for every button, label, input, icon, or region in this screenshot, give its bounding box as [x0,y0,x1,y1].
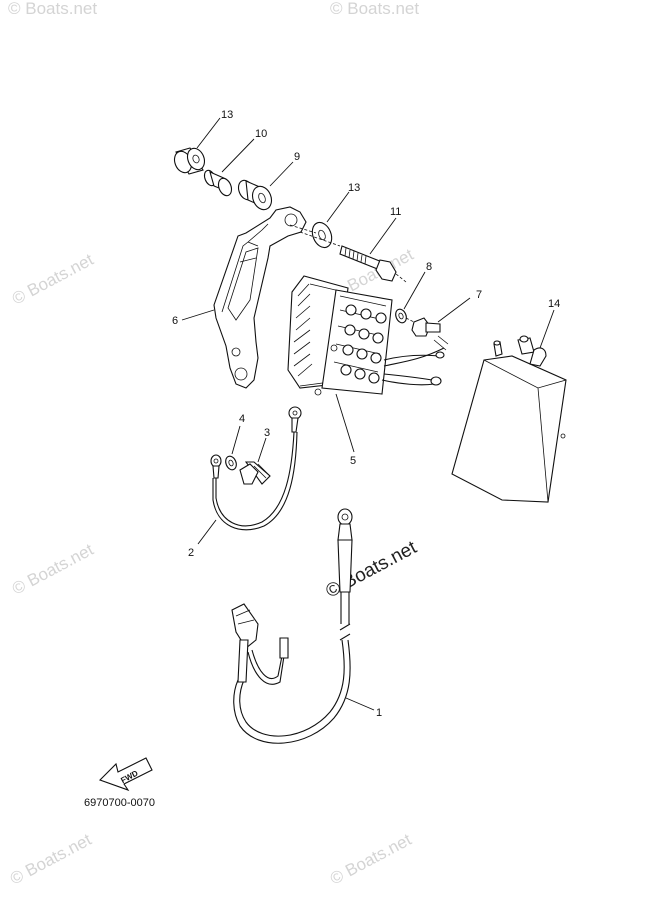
part-6-bracket [213,206,307,389]
part-4-washer [225,455,237,471]
callout-2: 2 [188,547,194,559]
part-8-washer [395,308,407,324]
callouts: 13 10 9 13 11 8 7 14 6 5 4 3 2 [172,109,560,719]
part-5-rectifier [287,275,449,396]
watermarks: © Boats.net © Boats.net © Boats.net © Bo… [7,0,421,889]
fwd-arrow-icon: FWD [98,757,153,792]
part-1-lead-wire [231,508,353,744]
callout-6: 6 [172,315,178,327]
callout-11: 11 [390,206,401,218]
callout-10: 10 [255,128,267,140]
callout-7: 7 [476,289,482,301]
callout-4: 4 [239,413,245,425]
callout-14: 14 [548,298,560,310]
callout-5: 5 [350,455,356,467]
callout-9: 9 [294,151,300,163]
part-7-bolt [405,317,441,337]
callout-12: 13 [221,109,233,121]
callout-3: 3 [264,427,270,439]
watermark-left: © Boats.net [9,540,97,599]
callout-13: 13 [348,182,360,194]
part-13-washer [289,221,341,249]
watermark-bottom-left: © Boats.net [7,830,95,889]
callout-8: 8 [426,261,432,273]
part-10-sleeve [203,169,233,197]
part-11-bolt [339,245,407,283]
watermark-center: © Boats.net [322,537,420,603]
part-3-bolt [239,461,271,485]
part-9-grommet [237,179,273,211]
diagram-code: 6970700-0070 [84,797,155,809]
part-2-ground-lead [210,406,302,531]
part-12-collar [173,147,206,175]
watermark-top-left: © Boats.net [8,0,97,18]
watermark-mid-left: © Boats.net [9,250,97,309]
watermark-top-right: © Boats.net [330,0,419,18]
callout-1: 1 [376,707,382,719]
watermark-bottom-right: © Boats.net [327,830,415,889]
part-14-cover [451,335,567,503]
